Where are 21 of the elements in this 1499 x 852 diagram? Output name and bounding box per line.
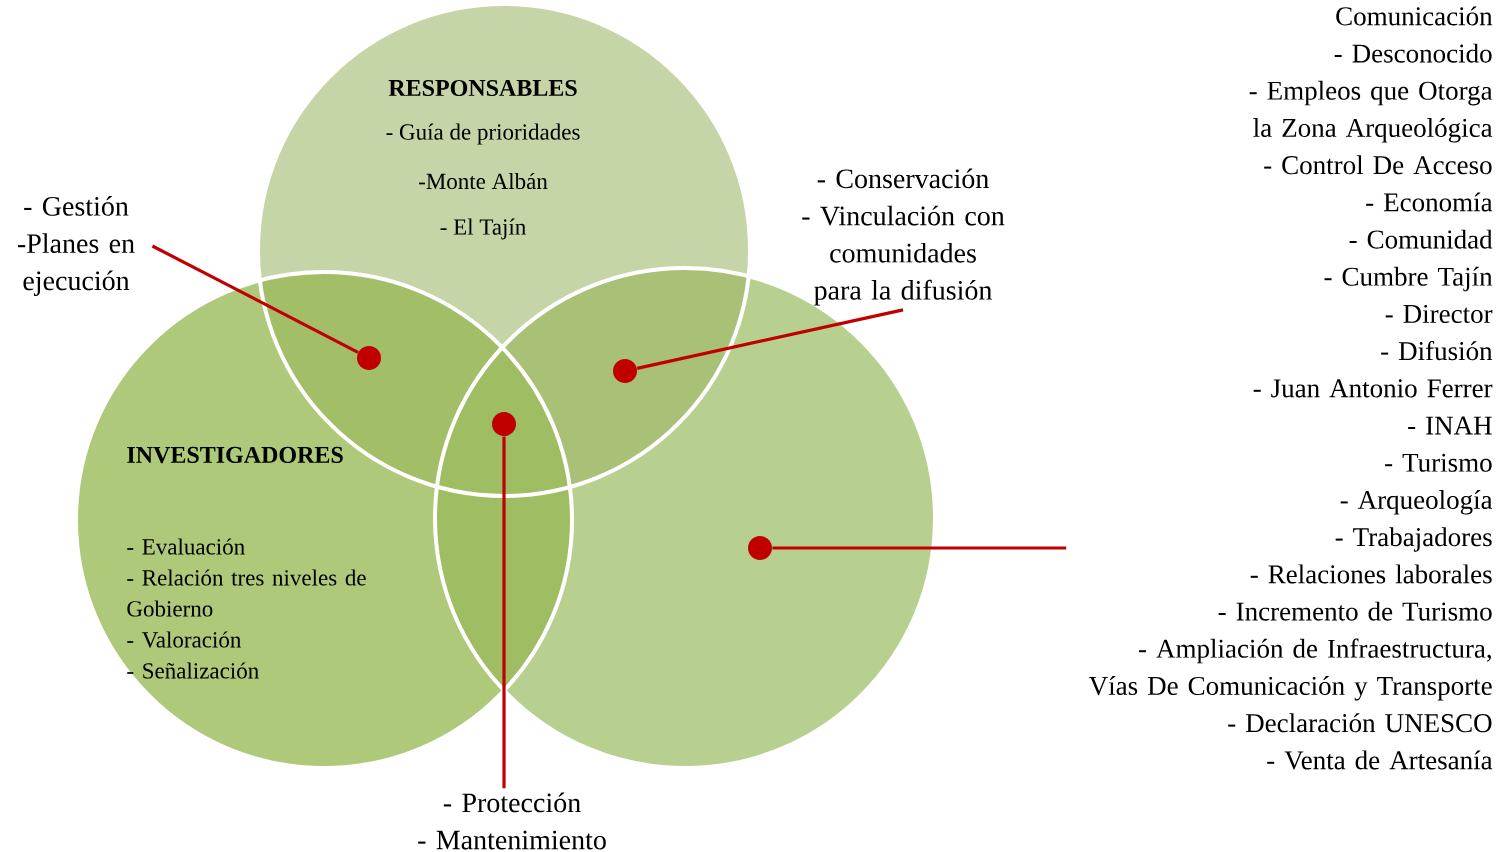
marker-dot <box>357 346 381 370</box>
annotation-text: - Protección - Mantenimiento <box>418 792 606 850</box>
list-item: - Señalización <box>127 662 259 679</box>
circle-heading: RESPONSABLES <box>388 79 577 97</box>
annotation-list: Comunicación - Desconocido - Empleos que Otorga la Zona Arqueológica - Control De Acceso - Economía - Comunidad - Cumbre Tajín - Director - Difusión - Juan Antonio Ferrer - INAH - Turismo - Arqueología - Trabajadores - Relaciones laborales - Incremento de Turismo - Ampliación de Infraestructura, Vías De Comunicación y Transporte - Declaración UNESCO - Venta de Artesanía <box>1089 6 1493 770</box>
list-item: - Valoración <box>127 631 241 648</box>
annotation-text: - Conservación - Vinculación con comunidades para la difusión <box>802 168 1005 306</box>
list-item: - Guía de prioridades <box>386 123 580 145</box>
list-item: -Monte Albán <box>419 172 548 190</box>
leader-line <box>151 244 359 354</box>
list-item: - El Tajín <box>440 218 526 240</box>
marker-dot <box>613 359 637 383</box>
leader-line <box>636 308 904 370</box>
leader-line <box>502 436 506 789</box>
list-item: - Relación tres niveles de Gobierno <box>127 569 366 617</box>
leader-line <box>772 546 1067 550</box>
marker-dot <box>492 412 516 436</box>
annotation-text: - Gestión -Planes en ejecución <box>17 196 135 296</box>
list-item: - Evaluación <box>127 538 245 555</box>
circle-heading: INVESTIGADORES <box>127 446 343 464</box>
marker-dot <box>748 536 772 560</box>
